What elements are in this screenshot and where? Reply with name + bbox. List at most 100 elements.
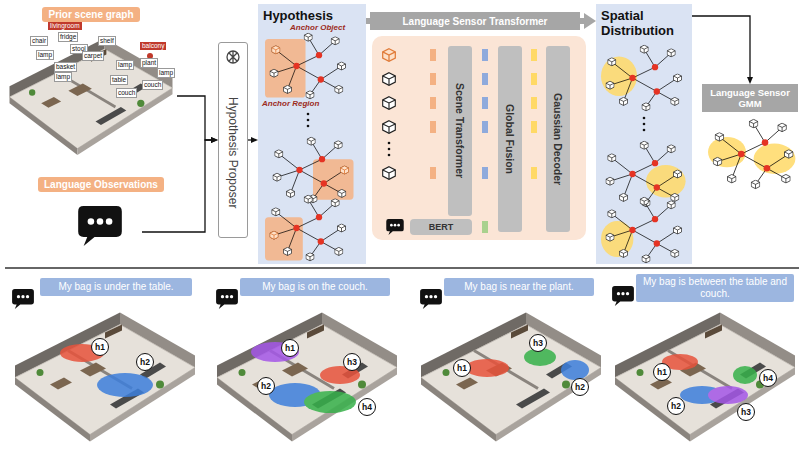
node-text: My bag is on the couch.	[262, 281, 368, 293]
chat-icon	[612, 286, 634, 306]
node-text: Scene Transformer	[454, 83, 466, 178]
connector	[580, 18, 584, 24]
hypothesis-panel: Hypothesis	[258, 4, 366, 264]
utterance-box: My bag is near the plant.	[444, 278, 594, 296]
connector	[692, 16, 750, 77]
scene-graph	[273, 137, 349, 203]
node-text: Gaussian Decoder	[552, 93, 564, 185]
ellipsis-dot	[388, 148, 391, 151]
connector	[177, 96, 211, 140]
gmm-box: Language Sensor GMM	[702, 84, 798, 112]
ellipsis-dot	[643, 129, 646, 132]
chat-icon	[78, 206, 122, 246]
embedding	[531, 121, 537, 133]
object-label: lamp	[36, 50, 54, 60]
anchor-region	[265, 217, 303, 260]
object-label: lamp	[54, 72, 72, 82]
embedding	[531, 97, 537, 109]
node-text: My bag is under the table.	[58, 281, 173, 293]
divider	[5, 267, 799, 269]
node-text: My bag is between the table and couch.	[636, 276, 794, 300]
callout-number: h2	[571, 378, 589, 396]
embedding	[482, 121, 488, 133]
blob	[97, 373, 153, 397]
object-token	[383, 97, 396, 110]
room-label: livingroom	[48, 22, 82, 30]
transformer-bar: Language Sensor Transformer	[370, 12, 580, 30]
hypothesis-graph	[265, 195, 346, 261]
logo-ring	[227, 51, 239, 63]
object-label: carpet	[82, 51, 104, 61]
hypothesis-blobs	[60, 342, 757, 413]
scene-graph	[270, 195, 346, 261]
module-box: Gaussian Decoder	[546, 46, 570, 232]
object-label: couch	[116, 88, 137, 98]
embedding	[430, 121, 436, 133]
object-label: table	[110, 75, 128, 85]
utterance-box: My bag is between the table and couch.	[636, 274, 794, 302]
callout-number: h1	[453, 359, 471, 377]
anchor-cube	[340, 166, 348, 174]
embedding	[531, 49, 537, 61]
embedding	[482, 167, 488, 179]
embedding-bars	[430, 49, 537, 233]
blob	[733, 366, 757, 384]
node-text: Prior scene graph	[42, 7, 139, 22]
proposer-box: Hypothesis Proposer	[218, 42, 248, 238]
object-label: shelf	[98, 36, 116, 46]
embedding	[430, 167, 436, 179]
blob	[708, 386, 748, 404]
blob	[561, 360, 589, 380]
chat-icon	[12, 289, 34, 309]
scene-render	[10, 38, 173, 155]
callout-number: h4	[358, 398, 376, 416]
callout-number: h1	[281, 339, 299, 357]
gaussian	[708, 137, 746, 167]
object-label: couch	[142, 80, 163, 90]
object-label: plant	[140, 58, 158, 68]
object-token	[383, 49, 396, 62]
openai-logo	[227, 51, 239, 63]
object-label: lamp	[157, 68, 175, 78]
blob	[465, 359, 509, 377]
ellipsis-dot	[307, 119, 310, 122]
ellipsis-dot	[307, 113, 310, 116]
embedding	[430, 97, 436, 109]
chat-icon	[420, 289, 442, 309]
hypothesis-graph	[265, 33, 346, 99]
connector	[142, 140, 211, 232]
gaussian	[601, 56, 637, 96]
logo-petals	[229, 51, 237, 63]
callout-number: h4	[759, 369, 777, 387]
node-text: Spatial Distribution	[596, 4, 692, 42]
module-box: BERT	[410, 219, 472, 235]
node-text: Language Sensor Transformer	[402, 16, 547, 27]
utterance-box: My bag is on the couch.	[240, 278, 390, 296]
embedding	[531, 167, 537, 179]
distribution-graph	[606, 141, 686, 207]
node-text: Language Sensor GMM	[702, 87, 798, 109]
node-text: BERT	[429, 222, 454, 232]
callout-number: h3	[343, 353, 361, 371]
callout-number: h3	[737, 403, 755, 421]
callout-number: h2	[257, 377, 275, 395]
callout-number: h1	[653, 363, 671, 381]
gmm-graph	[708, 119, 795, 188]
distribution-graph	[601, 45, 682, 111]
gaussian	[601, 221, 633, 257]
connector	[248, 139, 251, 140]
object-token	[383, 167, 396, 180]
gaussian	[754, 144, 796, 174]
object-label: basket	[54, 62, 77, 72]
anchor-region	[313, 159, 354, 200]
distribution-graph	[601, 197, 682, 263]
blob	[304, 391, 356, 413]
callout-number: h2	[667, 397, 685, 415]
module-box: Global Fusion	[498, 46, 522, 232]
scene-render	[217, 313, 397, 442]
chat-icon	[386, 219, 403, 235]
embedding	[482, 73, 488, 85]
hypothesis-graph	[273, 137, 354, 203]
embedding	[482, 221, 488, 233]
